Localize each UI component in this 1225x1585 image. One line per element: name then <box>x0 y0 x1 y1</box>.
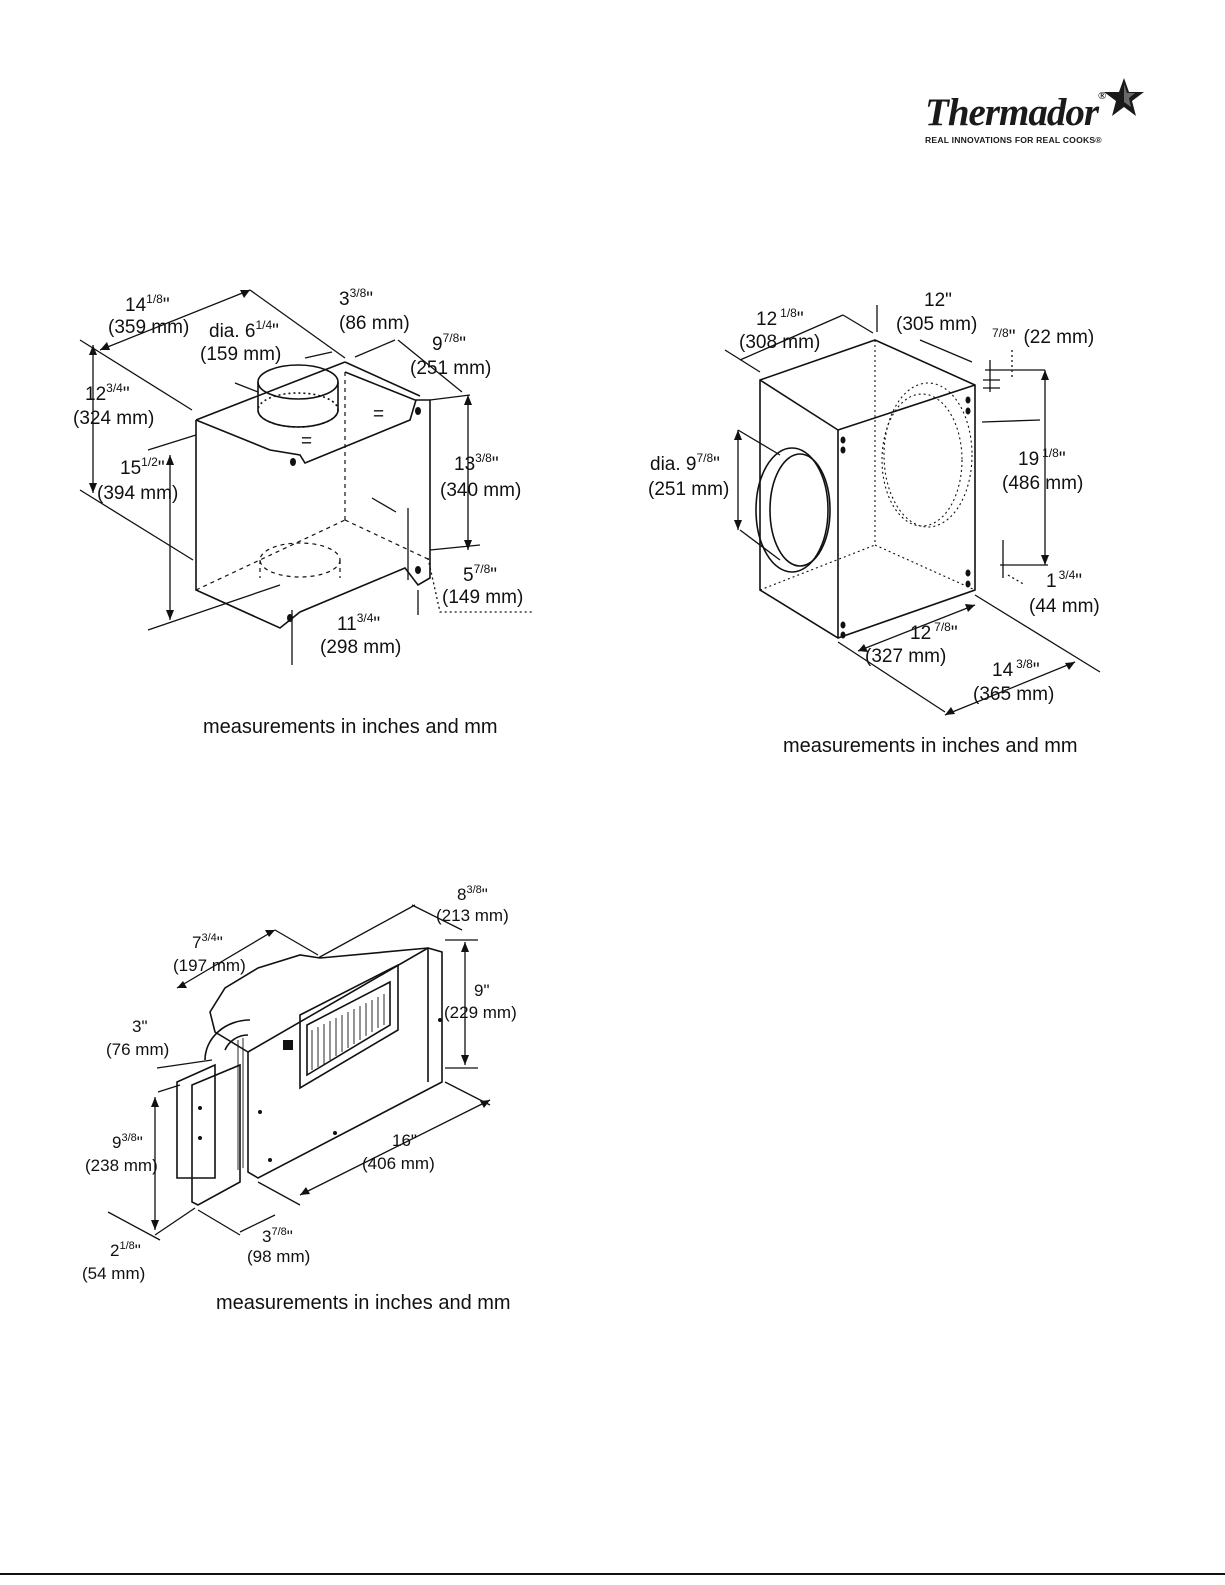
fig2-hidden-lines <box>759 340 976 591</box>
fig1-equal-mark: = <box>301 431 312 452</box>
page-bottom-rule <box>0 1573 1225 1575</box>
fig2-caption: measurements in inches and mm <box>783 735 1078 757</box>
fig3-len-mm: (406 mm) <box>362 1154 435 1173</box>
fig1-caption: measurements in inches and mm <box>203 716 498 738</box>
fig2-housing <box>755 339 976 639</box>
fig3-fan-blades <box>237 994 385 1170</box>
fig1-arrowheads <box>89 290 472 620</box>
fig2-dimension-lines <box>724 305 1101 716</box>
fig2-dia-mm: (251 mm) <box>648 479 729 500</box>
brand-wordmark: Thermador® <box>925 90 1106 134</box>
fig2-top-mm: (305 mm) <box>896 314 977 335</box>
fig3-h-label: 9" <box>474 981 490 1000</box>
fig1-offset-mm: (86 mm) <box>339 313 410 334</box>
thermador-logo: Thermador® REAL INNOVATIONS FOR REAL COO… <box>925 78 1145 152</box>
fig3-off-mm: (54 mm) <box>82 1264 145 1283</box>
fig1-base-label: 113/4" <box>337 611 380 635</box>
fig1-inner-h-label: 133/8" <box>454 451 499 475</box>
fig3-outlet-mm: (76 mm) <box>106 1040 169 1059</box>
figure-1-diagram: 141/8" (359 mm) dia. 61/4" (159 mm) 33/8… <box>73 286 532 738</box>
fig3-off-label: 21/8" <box>110 1240 141 1260</box>
fig1-inner-h-mm: (340 mm) <box>440 480 521 501</box>
fig1-dia-label: dia. 61/4" <box>209 318 279 342</box>
figure-3-diagram: 83/8" (213 mm) 73/4" (197 mm) 9" (229 mm… <box>82 884 517 1314</box>
fig3-off2-label: 37/8" <box>262 1226 293 1246</box>
fig1-dia-mm: (159 mm) <box>200 344 281 365</box>
fig1-hidden-lines <box>195 372 431 591</box>
fig1-offset-label: 33/8" <box>339 286 373 310</box>
fig3-width-mm: (197 mm) <box>173 956 246 975</box>
star-icon <box>1104 78 1144 116</box>
fig1-base-mm: (298 mm) <box>320 637 401 658</box>
fig1-tab-mm: (149 mm) <box>442 587 523 608</box>
fig2-arrowheads <box>734 370 1075 715</box>
fig3-caption: measurements in inches and mm <box>216 1292 511 1314</box>
fig1-width-label: 141/8" <box>125 292 170 316</box>
fig3-outlet-label: 3" <box>132 1017 148 1036</box>
fig3-depth-mm: (213 mm) <box>436 906 509 925</box>
fig1-depth-label: 123/4" <box>85 381 130 405</box>
fig2-base-mm: (327 mm) <box>865 646 946 667</box>
fig3-width-label: 73/4" <box>192 932 223 952</box>
fig1-height-label: 151/2" <box>120 455 165 479</box>
fig1-height-mm: (394 mm) <box>97 483 178 504</box>
fig1-dimension-lines <box>79 289 532 665</box>
fig2-w-mm: (308 mm) <box>739 332 820 353</box>
fig3-outlet-h-mm: (238 mm) <box>85 1156 158 1175</box>
fig2-depth-mm: (365 mm) <box>973 684 1054 705</box>
fig1-labels: 141/8" (359 mm) dia. 61/4" (159 mm) 33/8… <box>73 286 523 738</box>
fig1-depth-top-label: 97/8" <box>432 331 466 355</box>
fig3-len-label: 16" <box>392 1131 417 1150</box>
fig1-width-mm: (359 mm) <box>108 317 189 338</box>
fig2-h-mm: (486 mm) <box>1002 473 1083 494</box>
fig1-depth-top-mm: (251 mm) <box>410 358 491 379</box>
fig3-rivets <box>198 1018 442 1162</box>
brand-tagline: REAL INNOVATIONS FOR REAL COOKS® <box>925 135 1102 145</box>
fig1-depth-mm: (324 mm) <box>73 408 154 429</box>
fig3-housing <box>176 947 443 1206</box>
fig3-outlet-h-label: 93/8" <box>112 1132 143 1152</box>
fig2-flange-label: 7/8"(22 mm) <box>992 326 1094 348</box>
fig3-h-mm: (229 mm) <box>444 1003 517 1022</box>
fig1-equal-mark: = <box>373 404 384 425</box>
fig3-labels: 83/8" (213 mm) 73/4" (197 mm) 9" (229 mm… <box>82 884 517 1314</box>
fig3-off2-mm: (98 mm) <box>247 1247 310 1266</box>
fig2-top-label: 12" <box>924 290 952 311</box>
fig2-dia-label: dia. 97/8" <box>650 451 720 475</box>
fig3-arrowheads <box>151 930 490 1230</box>
fig2-mount-holes <box>840 396 971 639</box>
fig1-housing <box>195 361 431 629</box>
fig2-low-mm: (44 mm) <box>1029 596 1100 617</box>
fig3-depth-label: 83/8" <box>457 884 488 904</box>
fig1-tab-label: 57/8" <box>463 562 497 586</box>
